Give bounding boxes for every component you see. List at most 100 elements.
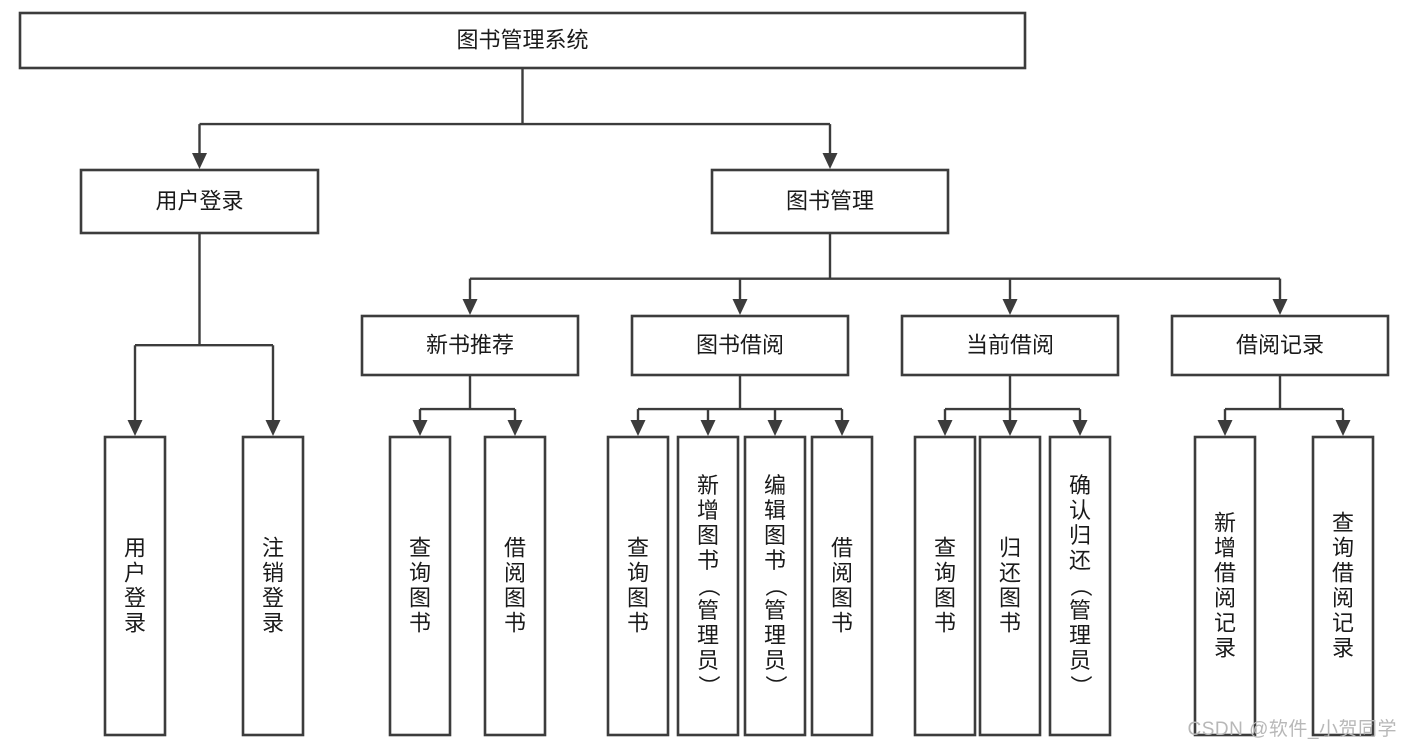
arrowhead-icon xyxy=(1002,420,1018,436)
node-box xyxy=(978,435,1042,737)
edge-group-new-book-rec xyxy=(412,375,523,436)
arrowhead-icon xyxy=(1217,420,1233,436)
node-label-char: 销 xyxy=(262,561,284,586)
node-label-char: 查 xyxy=(934,536,956,561)
node-label-char: 录 xyxy=(262,611,284,636)
node-label-char: 增 xyxy=(1214,536,1236,561)
node-box xyxy=(388,435,452,737)
node-label-char: ） xyxy=(696,675,721,697)
node-label-char: 询 xyxy=(1332,536,1354,561)
arrowhead-icon xyxy=(834,420,850,436)
node-box xyxy=(18,11,1027,70)
node-leaf-user-login[interactable]: 用户登录 xyxy=(103,435,167,737)
node-box xyxy=(676,435,740,737)
arrowhead-icon xyxy=(700,420,716,436)
node-box xyxy=(900,314,1120,377)
node-label-char: 书 xyxy=(697,548,719,573)
node-label-char: 阅 xyxy=(1214,586,1236,611)
edge-group-root xyxy=(192,68,838,169)
node-label-char: 询 xyxy=(627,561,649,586)
node-label-char: 员 xyxy=(697,648,719,673)
node-label-char: 书 xyxy=(934,611,956,636)
edge-group-user-login xyxy=(127,233,281,436)
node-label-char: 增 xyxy=(697,498,719,523)
node-label-char: 归 xyxy=(1069,523,1091,548)
node-label-char: （ xyxy=(696,575,721,597)
node-label-char: 理 xyxy=(697,623,719,648)
node-label-char: 管 xyxy=(1069,598,1091,623)
node-label-char: 图 xyxy=(764,523,786,548)
node-label-char: 理 xyxy=(764,623,786,648)
edge-layer xyxy=(127,68,1351,436)
node-borrow-record[interactable]: 借阅记录 xyxy=(1170,314,1390,377)
node-box xyxy=(1048,435,1112,737)
node-label-char: 询 xyxy=(409,561,431,586)
node-label-char: 归 xyxy=(999,536,1021,561)
node-label-char: 图 xyxy=(627,586,649,611)
node-label-char: ） xyxy=(1068,675,1093,697)
node-label-char: 查 xyxy=(409,536,431,561)
node-root[interactable]: 图书管理系统 xyxy=(18,11,1027,70)
node-label-char: 书 xyxy=(627,611,649,636)
node-label-char: 记 xyxy=(1214,611,1236,636)
node-book-manage[interactable]: 图书管理 xyxy=(710,168,950,235)
node-box xyxy=(79,168,320,235)
node-label-char: 登 xyxy=(124,586,146,611)
edge-group-borrow-record xyxy=(1217,375,1351,436)
node-label-char: 录 xyxy=(124,611,146,636)
node-label-char: 理 xyxy=(1069,623,1091,648)
node-label-char: 还 xyxy=(999,561,1021,586)
node-label-char: 阅 xyxy=(504,561,526,586)
node-current-borrow[interactable]: 当前借阅 xyxy=(900,314,1120,377)
arrowhead-icon xyxy=(412,420,428,436)
node-label-char: 借 xyxy=(1214,561,1236,586)
node-label-char: 还 xyxy=(1069,548,1091,573)
arrowhead-icon xyxy=(630,420,646,436)
node-label-char: 查 xyxy=(627,536,649,561)
node-label-char: 图 xyxy=(409,586,431,611)
arrowhead-icon xyxy=(1335,420,1351,436)
node-box xyxy=(1311,435,1375,737)
node-label-char: 用 xyxy=(124,536,146,561)
node-label-char: 书 xyxy=(831,611,853,636)
node-label-char: 阅 xyxy=(831,561,853,586)
node-box xyxy=(913,435,977,737)
arrowhead-icon xyxy=(1072,420,1088,436)
node-label: 当前借阅 xyxy=(966,332,1054,357)
node-label-char: 管 xyxy=(764,598,786,623)
edge-group-current-borrow xyxy=(937,375,1088,436)
node-label-char: 员 xyxy=(1069,648,1091,673)
node-label-char: 辑 xyxy=(764,498,786,523)
node-label-char: 书 xyxy=(764,548,786,573)
node-label-char: 编 xyxy=(764,473,786,498)
node-label-char: 新 xyxy=(697,473,719,498)
node-label-char: 注 xyxy=(262,536,284,561)
node-label-char: 图 xyxy=(934,586,956,611)
node-label-char: 管 xyxy=(697,598,719,623)
node-label-char: 登 xyxy=(262,586,284,611)
node-new-book-rec[interactable]: 新书推荐 xyxy=(360,314,580,377)
node-label-char: 员 xyxy=(764,648,786,673)
node-label-char: 记 xyxy=(1332,611,1354,636)
node-label: 新书推荐 xyxy=(426,332,514,357)
node-label: 图书借阅 xyxy=(696,332,784,357)
node-book-borrow[interactable]: 图书借阅 xyxy=(630,314,850,377)
node-user-login[interactable]: 用户登录 xyxy=(79,168,320,235)
node-label-char: 借 xyxy=(504,536,526,561)
node-label-char: 书 xyxy=(999,611,1021,636)
node-label-char: 户 xyxy=(124,561,146,586)
